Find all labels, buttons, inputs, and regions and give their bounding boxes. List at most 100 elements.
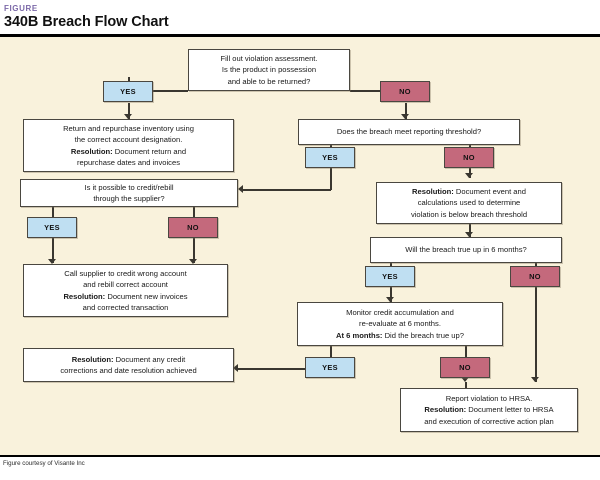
arrow-monYes-to-corrections <box>233 364 238 372</box>
resolution-label: Resolution: <box>424 405 467 415</box>
arrow-crYes-to-callsupplier <box>48 259 56 264</box>
emphasis-text: Did the breach true up? <box>384 330 464 340</box>
node-monitor-line-1: Monitor credit accumulation and <box>346 308 454 318</box>
chip-no-reporting-threshold[interactable]: NO <box>444 147 494 168</box>
emphasis-label: At 6 months: <box>336 330 383 340</box>
node-monitor-credit[interactable]: Monitor credit accumulation and re-evalu… <box>297 302 503 346</box>
chip-label: NO <box>529 272 541 281</box>
connector-thresholdno-down <box>469 162 471 178</box>
node-return-line-1: Return and repurchase inventory using <box>63 124 194 134</box>
chip-no-product-returnable[interactable]: NO <box>380 81 430 102</box>
resolution-text-1: Document event and <box>455 187 526 197</box>
chip-label: YES <box>382 272 398 281</box>
node-report-hrsa[interactable]: Report violation to HRSA. Resolution: Do… <box>400 388 578 432</box>
node-threshold-line-1: Does the breach meet reporting threshold… <box>336 127 482 137</box>
node-monitor-line-2: re-evaluate at 6 months. <box>359 319 441 329</box>
chip-no-monitor-true-up[interactable]: NO <box>440 357 490 378</box>
figure-credit: Figure courtesy of Visante Inc <box>3 460 85 467</box>
node-return-line-2: the correct account designation. <box>74 135 183 145</box>
resolution-text-1: Document any credit <box>115 354 186 364</box>
chip-label: NO <box>187 223 199 232</box>
resolution-text-1: Document return and <box>114 146 187 156</box>
connector-resolution-to-trueup <box>469 223 471 237</box>
footer-rule <box>0 455 600 457</box>
chip-yes-monitor-true-up[interactable]: YES <box>305 357 355 378</box>
chip-yes-true-up[interactable]: YES <box>365 266 415 287</box>
node-reporting-threshold[interactable]: Does the breach meet reporting threshold… <box>298 119 520 145</box>
chip-no-true-up[interactable]: NO <box>510 266 560 287</box>
connector-tuNo-down <box>535 287 537 382</box>
resolution-label: Resolution: <box>71 354 114 364</box>
node-return-repurchase[interactable]: Return and repurchase inventory using th… <box>23 119 234 172</box>
arrow-tuYes-to-monitor <box>386 297 394 302</box>
arrow-thresholdno-to-resolution <box>465 173 473 178</box>
node-return-resolution-line-2: repurchase dates and invoices <box>76 157 180 167</box>
node-monitor-line-3: At 6 months: Did the breach true up? <box>336 330 464 341</box>
connector-creditrebill-to-yes <box>52 206 54 218</box>
resolution-label: Resolution: <box>63 291 106 301</box>
node-below-threshold-line-1: Resolution: Document event and <box>411 186 527 197</box>
node-start-line-1: Fill out violation assessment. <box>220 54 318 64</box>
resolution-text-1: Document new invoices <box>107 291 188 301</box>
node-true-up-6-months[interactable]: Will the breach true up in 6 months? <box>370 237 562 263</box>
node-start-line-3: and able to be returned? <box>227 76 311 86</box>
node-start-line-2: Is the product in possession <box>221 65 317 75</box>
node-hrsa-resolution-line-1: Resolution: Document letter to HRSA <box>424 404 554 415</box>
chip-yes-product-returnable[interactable]: YES <box>103 81 153 102</box>
connector-start-to-no <box>350 90 405 92</box>
arrow-yes-to-return <box>124 114 132 119</box>
connector-monitor-to-yes <box>330 345 332 357</box>
chip-label: NO <box>463 153 475 162</box>
resolution-label: Resolution: <box>412 187 454 197</box>
node-return-resolution-line-1: Resolution: Document return and <box>63 146 194 157</box>
connector-monitor-to-no <box>465 345 467 357</box>
chip-label: NO <box>399 87 411 96</box>
header-rule <box>0 34 600 37</box>
connector-tuYes-down <box>390 287 392 303</box>
node-credit-rebill[interactable]: Is it possible to credit/rebill through … <box>20 179 238 207</box>
chip-label: YES <box>120 87 136 96</box>
node-true-up-line-1: Will the breach true up in 6 months? <box>405 245 527 255</box>
connector-yes-to-return <box>128 103 130 119</box>
connector-no-to-threshold <box>405 103 407 119</box>
arrow-resolution-to-trueup <box>465 232 473 237</box>
resolution-text-1: Document letter to HRSA <box>468 405 554 415</box>
chip-label: YES <box>322 363 338 372</box>
connector-crNo-down <box>193 233 195 263</box>
node-credit-corrections-resolution[interactable]: Resolution: Document any credit correcti… <box>23 348 234 382</box>
flowchart-canvas: Fill out violation assessment. Is the pr… <box>0 37 600 455</box>
node-start[interactable]: Fill out violation assessment. Is the pr… <box>188 49 350 91</box>
connector-crYes-down <box>52 233 54 263</box>
node-credit-rebill-line-2: through the supplier? <box>93 194 165 203</box>
connector-monYes-left <box>238 368 306 370</box>
chip-no-credit-rebill[interactable]: NO <box>168 217 218 238</box>
node-call-supplier-resolution-line-2: and corrected transaction <box>82 302 169 312</box>
chip-label: NO <box>459 363 471 372</box>
arrow-thresholdyes-to-creditrebill <box>238 185 243 193</box>
connector-start-to-yes <box>128 90 188 92</box>
connector-thresholdyes-left <box>243 189 331 191</box>
chip-label: YES <box>44 223 60 232</box>
node-call-supplier-line-1: Call supplier to credit wrong account <box>64 269 187 279</box>
node-call-supplier-resolution-line-1: Resolution: Document new invoices <box>63 291 187 302</box>
chip-label: YES <box>322 153 338 162</box>
arrow-tuNo-to-hrsa <box>531 377 539 382</box>
node-below-threshold-line-2: calculations used to determine <box>417 198 521 208</box>
node-corrections-line-1: Resolution: Document any credit <box>60 354 196 365</box>
figure-kicker: FIGURE <box>4 4 38 13</box>
arrow-no-to-threshold <box>401 114 409 119</box>
page-title: 340B Breach Flow Chart <box>4 14 169 30</box>
resolution-label: Resolution: <box>70 146 113 156</box>
arrow-monNo-to-hrsa <box>461 377 469 382</box>
node-credit-rebill-line-1: Is it possible to credit/rebill <box>84 182 174 192</box>
node-call-supplier[interactable]: Call supplier to credit wrong account an… <box>23 264 228 317</box>
node-hrsa-resolution-line-2: and execution of corrective action plan <box>424 416 554 426</box>
node-corrections-line-2: corrections and date resolution achieved <box>60 366 197 375</box>
node-below-threshold-resolution[interactable]: Resolution: Document event and calculati… <box>376 182 562 224</box>
chip-yes-credit-rebill[interactable]: YES <box>27 217 77 238</box>
node-call-supplier-line-2: and rebill correct account <box>83 280 168 290</box>
node-below-threshold-line-3: violation is below breach threshold <box>410 209 528 219</box>
arrow-crNo-to-callsupplier <box>189 259 197 264</box>
chip-yes-reporting-threshold[interactable]: YES <box>305 147 355 168</box>
